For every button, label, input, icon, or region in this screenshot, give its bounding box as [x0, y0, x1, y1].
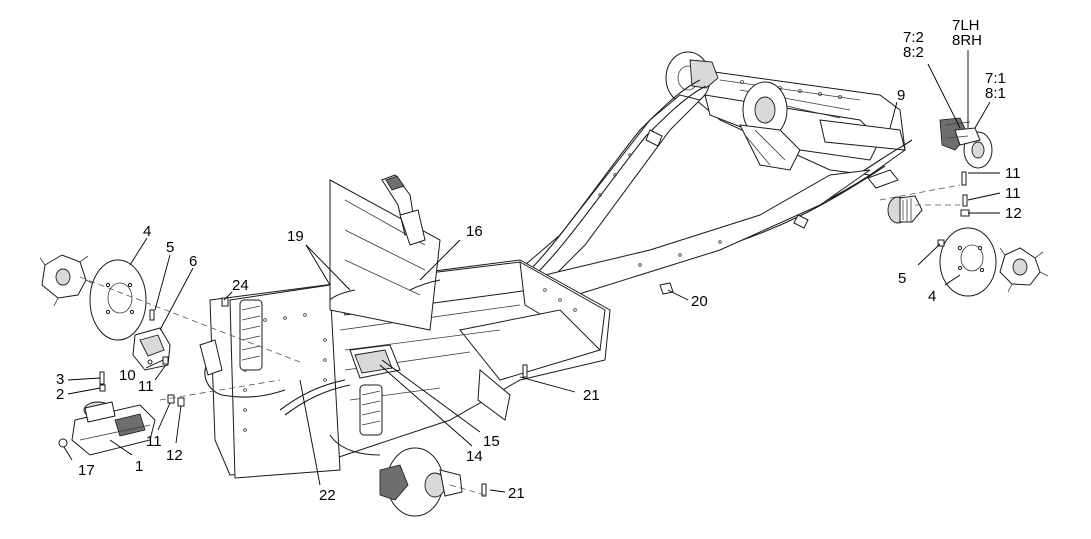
callout-11-c: 11 [1005, 165, 1021, 182]
callout-10: 10 [119, 367, 136, 384]
callout-9: 9 [897, 87, 905, 104]
callout-16: 16 [466, 223, 483, 240]
right-wheel-hub [999, 247, 1049, 293]
leader-lines [63, 50, 1001, 493]
front-axle-centerline [449, 484, 486, 496]
callout-6: 6 [189, 253, 197, 270]
brake-line-run [524, 79, 913, 301]
left-shock-absorber [239, 299, 263, 371]
callout-4-left: 4 [143, 223, 151, 240]
callout-8-2: 8:2 [903, 44, 924, 61]
callout-labels: 1 2 3 4 4 5 5 6 7:2 8:2 7LH 8RH 7:1 8:1 … [56, 17, 1022, 504]
left-caliper-bracket [199, 339, 223, 376]
callout-11-d: 11 [1005, 185, 1021, 202]
brake-pedal [381, 174, 426, 246]
callout-11-a: 11 [138, 378, 154, 395]
callout-20: 20 [691, 293, 708, 310]
left-brake-caliper [132, 327, 171, 371]
caliper-mount-centerline [159, 379, 281, 401]
callout-15: 15 [483, 433, 500, 450]
callout-21-a: 21 [583, 387, 600, 404]
callout-2: 2 [56, 386, 64, 403]
callout-17: 17 [78, 462, 95, 479]
callout-5-left: 5 [166, 239, 174, 256]
callout-7-1: 7:1 [985, 70, 1006, 87]
callout-19: 19 [287, 228, 304, 245]
callout-22: 22 [319, 487, 336, 504]
callout-7-2: 7:2 [903, 29, 924, 46]
callout-12-a: 12 [166, 447, 183, 464]
callout-8-1: 8:1 [985, 85, 1006, 102]
front-lower-brake-assembly [379, 447, 463, 517]
callout-5-right: 5 [898, 270, 906, 287]
master-cylinder [71, 401, 156, 456]
callout-12-b: 12 [1005, 205, 1022, 222]
callout-24: 24 [232, 277, 249, 294]
right-brake-rotor [939, 227, 997, 297]
callout-8rh: 8RH [952, 32, 982, 49]
callout-7lh: 7LH [952, 17, 980, 34]
callout-11-b: 11 [146, 433, 162, 450]
right-spindle [887, 195, 923, 224]
right-fasteners [879, 171, 970, 247]
left-wheel-hub [39, 254, 95, 307]
rear-frame [689, 69, 906, 176]
callout-3: 3 [56, 371, 64, 388]
callout-4-right: 4 [928, 288, 936, 305]
callout-1: 1 [135, 458, 143, 475]
left-brake-rotor [89, 259, 147, 341]
right-caliper-assembly [939, 117, 993, 169]
main-frame [209, 179, 611, 479]
callout-21-b: 21 [508, 485, 525, 502]
callout-14: 14 [466, 448, 483, 465]
rear-differential [739, 81, 801, 171]
front-brake-lines [204, 279, 441, 456]
front-shock-absorber [359, 384, 383, 436]
